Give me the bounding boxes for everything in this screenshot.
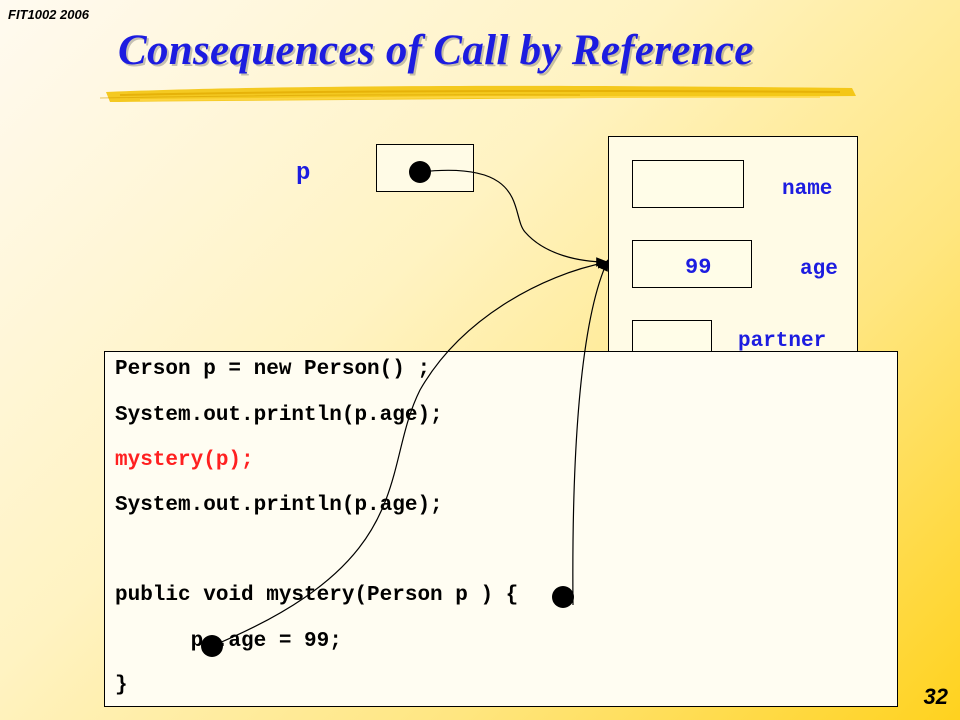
variable-p-label: p [296, 160, 311, 187]
course-code: FIT1002 2006 [8, 7, 89, 22]
age-field-label: age [800, 258, 838, 281]
name-field-box [632, 160, 744, 208]
code-line-4: System.out.println(p.age); [115, 494, 443, 517]
title-underline-brush [100, 85, 856, 102]
variable-p-box [376, 144, 474, 192]
code-line-8: } [115, 674, 128, 697]
slide-title: Consequences of Call by Reference [118, 27, 754, 74]
code-line-7-assign: p .age = 99; [115, 630, 342, 653]
code-line-6-method: public void mystery(Person p ) { [115, 584, 519, 607]
name-field-label: name [782, 178, 833, 201]
code-line-1: Person p = new Person() ; [115, 358, 431, 381]
slide-number: 32 [923, 684, 948, 709]
code-line-3-call: mystery(p); [115, 449, 254, 472]
partner-field-label: partner [738, 330, 827, 353]
age-value: 99 [685, 255, 712, 280]
code-line-2: System.out.println(p.age); [115, 404, 443, 427]
age-field-box: 99 [632, 240, 752, 288]
